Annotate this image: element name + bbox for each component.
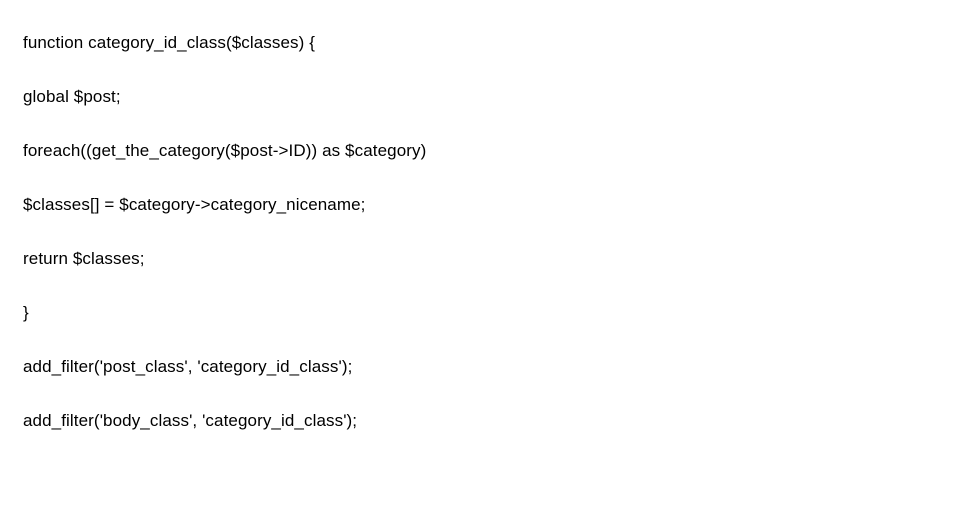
code-line: } <box>23 303 29 322</box>
code-line: function category_id_class($classes) { <box>23 33 316 52</box>
code-line: add_filter('body_class', 'category_id_cl… <box>23 411 358 430</box>
code-line: add_filter('post_class', 'category_id_cl… <box>23 357 353 376</box>
code-line: $classes[] = $category->category_nicenam… <box>23 195 366 214</box>
code-line: return $classes; <box>23 249 145 268</box>
code-line: foreach((get_the_category($post->ID)) as… <box>23 141 427 160</box>
code-document: function category_id_class($classes) { g… <box>23 33 427 430</box>
code-line: global $post; <box>23 87 121 106</box>
